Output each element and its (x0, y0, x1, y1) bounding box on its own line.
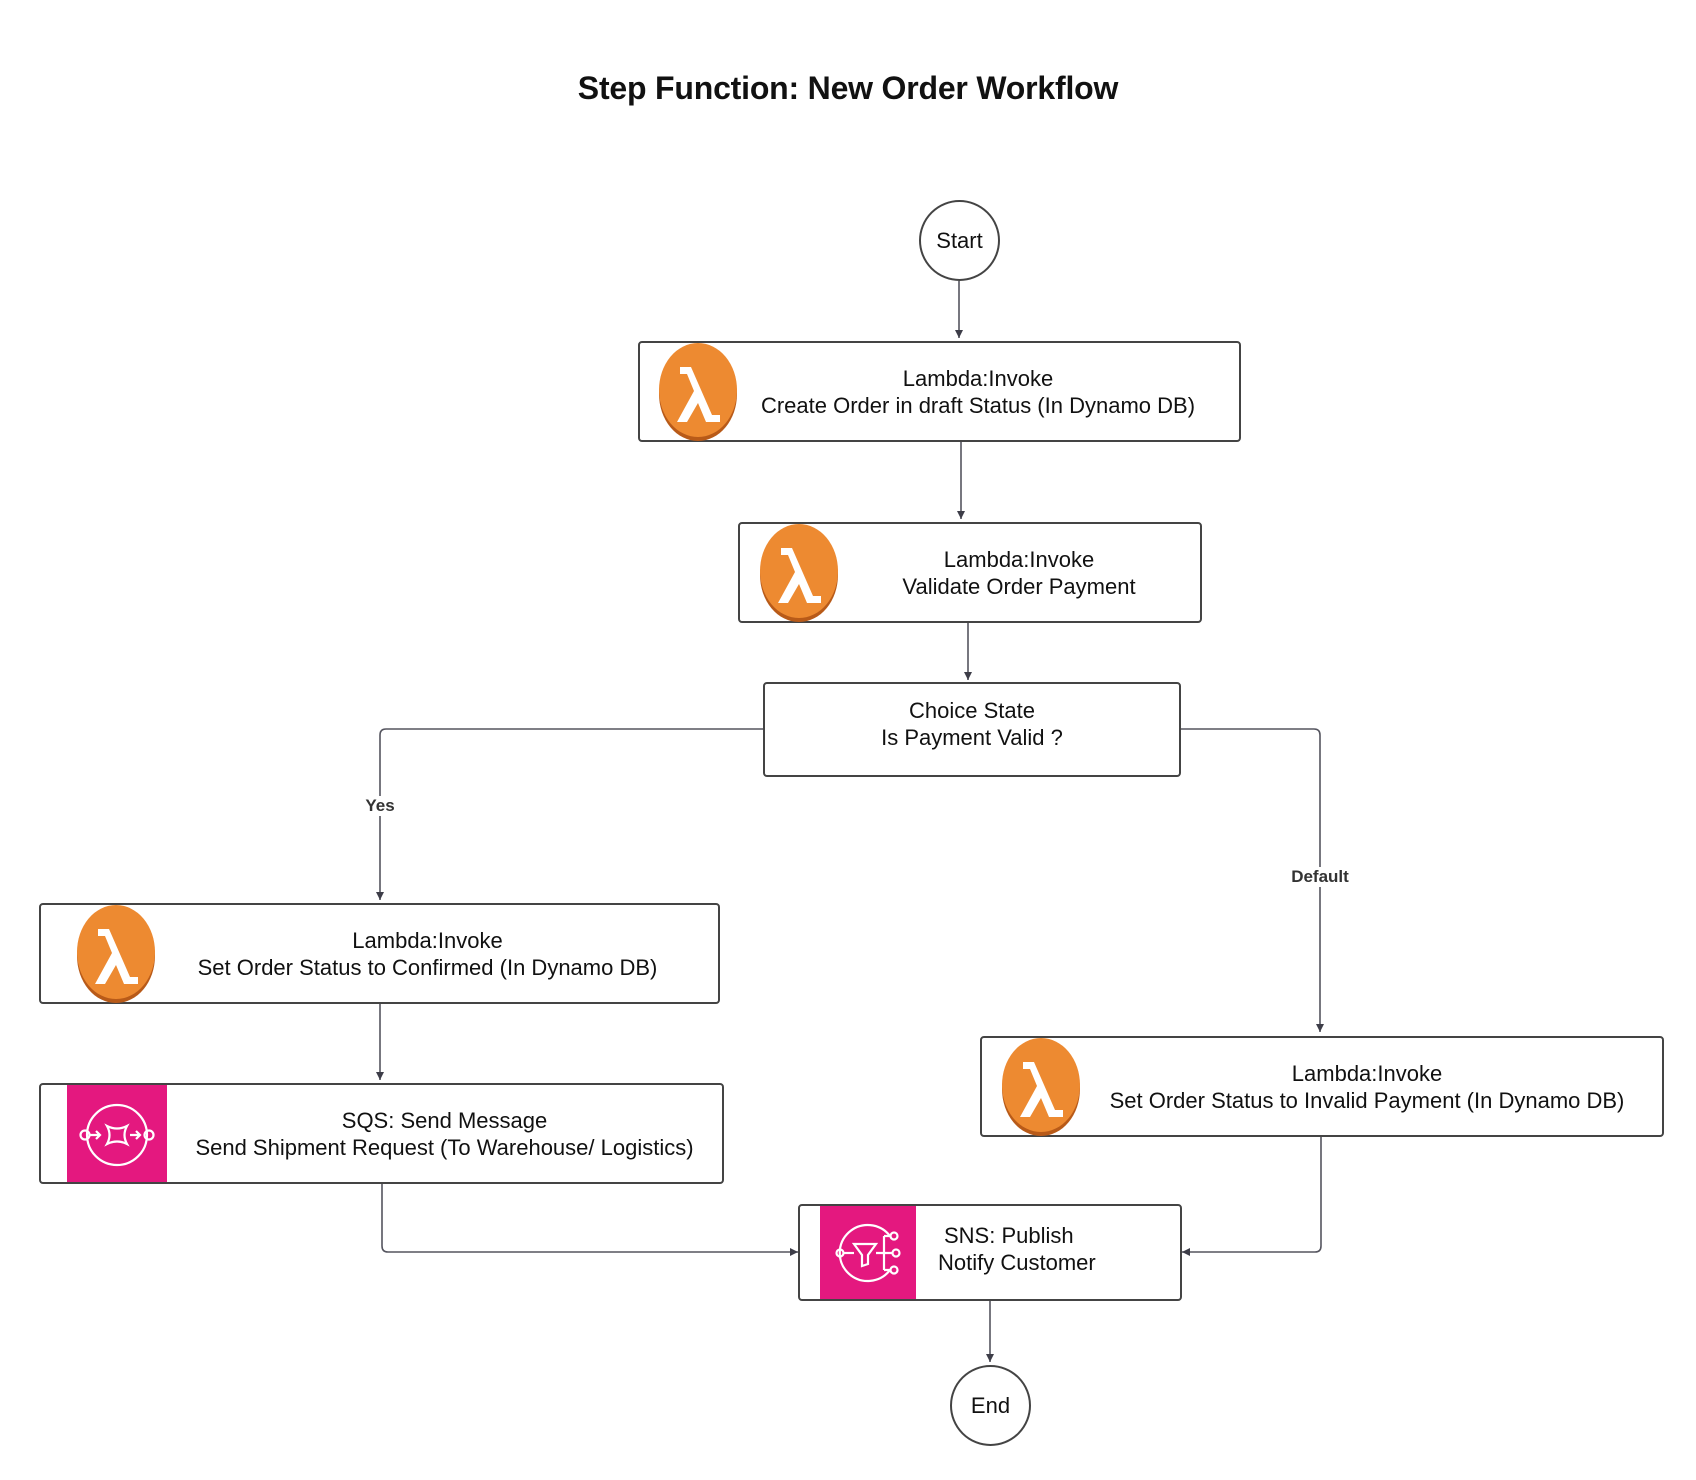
edge-choice-default (1180, 728, 1324, 1032)
sqs-queue-icon (79, 1103, 155, 1167)
step-type: SNS: Publish (944, 1222, 1074, 1248)
validate-payment-text: Lambda:Invoke Validate Order Payment (740, 546, 1200, 600)
create-order-step[interactable]: Lambda:Invoke Create Order in draft Stat… (638, 341, 1241, 442)
send-shipment-text: SQS: Send Message Send Shipment Request … (41, 1107, 722, 1161)
step-type: Lambda:Invoke (352, 927, 503, 953)
choice-text: Choice State Is Payment Valid ? (765, 697, 1179, 763)
create-order-text: Lambda:Invoke Create Order in draft Stat… (640, 365, 1239, 419)
diagram-title: Step Function: New Order Workflow (577, 70, 1119, 106)
lambda-icon (1002, 1038, 1080, 1136)
lambda-icon (760, 524, 838, 622)
end-label: End (970, 1392, 1011, 1418)
choice-question: Is Payment Valid ? (881, 724, 1063, 750)
confirm-order-step[interactable]: Lambda:Invoke Set Order Status to Confir… (39, 903, 720, 1004)
edge-choice-yes (376, 728, 763, 900)
edge-label-default: Default (1289, 867, 1351, 887)
notify-customer-text: SNS: Publish Notify Customer (800, 1222, 1180, 1284)
lambda-icon (77, 905, 155, 1003)
edge-invalid-to-notify (1182, 1136, 1322, 1256)
send-shipment-step[interactable]: SQS: Send Message Send Shipment Request … (39, 1083, 724, 1184)
step-description: Set Order Status to Confirmed (In Dynamo… (197, 954, 658, 980)
choice-type: Choice State (909, 697, 1035, 723)
step-type: SQS: Send Message (341, 1107, 548, 1133)
step-description: Validate Order Payment (902, 573, 1136, 599)
invalid-payment-text: Lambda:Invoke Set Order Status to Invali… (982, 1060, 1662, 1114)
step-description: Send Shipment Request (To Warehouse/ Log… (195, 1134, 694, 1160)
sns-tile (820, 1206, 916, 1299)
notify-customer-step[interactable]: SNS: Publish Notify Customer (798, 1204, 1182, 1301)
start-label: Start (936, 227, 983, 253)
step-type: Lambda:Invoke (943, 546, 1095, 572)
choice-state[interactable]: Choice State Is Payment Valid ? (763, 682, 1181, 777)
end-node[interactable]: End (950, 1365, 1031, 1446)
sns-topic-icon (835, 1223, 901, 1283)
step-type: Lambda:Invoke (902, 365, 1054, 391)
step-description: Create Order in draft Status (In Dynamo … (760, 392, 1196, 418)
confirm-order-text: Lambda:Invoke Set Order Status to Confir… (41, 927, 718, 981)
validate-payment-step[interactable]: Lambda:Invoke Validate Order Payment (738, 522, 1202, 623)
start-node[interactable]: Start (919, 200, 1000, 281)
step-description: Notify Customer (938, 1249, 1096, 1275)
edge-shipment-to-notify (381, 1182, 798, 1256)
sqs-tile (67, 1085, 167, 1182)
lambda-icon (659, 343, 737, 441)
invalid-payment-step[interactable]: Lambda:Invoke Set Order Status to Invali… (980, 1036, 1664, 1137)
step-type: Lambda:Invoke (1291, 1060, 1443, 1086)
edge-label-yes: Yes (363, 796, 397, 816)
step-description: Set Order Status to Invalid Payment (In … (1109, 1087, 1625, 1113)
